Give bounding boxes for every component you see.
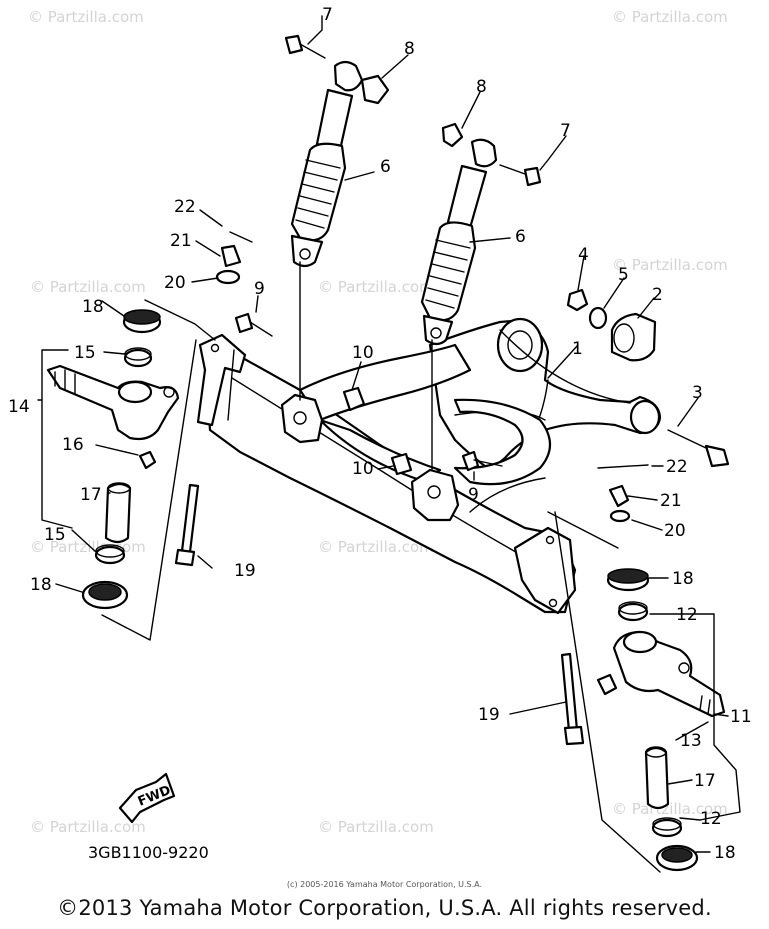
- callout-9: 9: [254, 279, 265, 299]
- callout-13: 13: [680, 731, 702, 751]
- callout-2: 2: [652, 285, 663, 305]
- callout-17: 17: [694, 771, 716, 791]
- callout-8: 8: [476, 77, 487, 97]
- diagram-code: 3GB1100-9220: [88, 843, 209, 862]
- callout-22: 22: [174, 197, 196, 217]
- rear-arm: [428, 317, 662, 472]
- callout-7: 7: [560, 121, 571, 141]
- callout-18: 18: [672, 569, 694, 589]
- callout-19: 19: [478, 705, 500, 725]
- left-knuckle-group: [46, 309, 180, 610]
- right-knuckle-group: [560, 484, 726, 872]
- callout-15: 15: [44, 525, 66, 545]
- left-pivot-bolt: [174, 231, 503, 567]
- callout-4: 4: [578, 245, 589, 265]
- watermark: © Partzilla.com: [612, 8, 728, 26]
- callout-numbers: 7 8 8 7 6 6 22 21 20 9 4 5 2 18 15 10 1 …: [8, 5, 752, 863]
- watermark: © Partzilla.com: [612, 800, 728, 818]
- callout-7: 7: [322, 5, 333, 25]
- callout-8: 8: [404, 39, 415, 59]
- callout-12: 12: [676, 605, 698, 625]
- watermarks: © Partzilla.com © Partzilla.com © Partzi…: [28, 8, 728, 836]
- callout-18: 18: [30, 575, 52, 595]
- shock-absorber-left: [290, 60, 364, 268]
- callout-5: 5: [618, 265, 629, 285]
- callout-18: 18: [714, 843, 736, 863]
- small-copyright: (c) 2005-2016 Yamaha Motor Corporation, …: [286, 880, 483, 889]
- watermark: © Partzilla.com: [30, 818, 146, 836]
- callout-18: 18: [82, 297, 104, 317]
- callout-16: 16: [62, 435, 84, 455]
- callout-20: 20: [664, 521, 686, 541]
- callout-19: 19: [234, 561, 256, 581]
- callout-21: 21: [660, 491, 682, 511]
- leader-lines: [37, 15, 741, 873]
- shock-bolts: [284, 34, 542, 187]
- callout-14: 14: [8, 397, 30, 417]
- callout-21: 21: [170, 231, 192, 251]
- watermark: © Partzilla.com: [318, 818, 434, 836]
- watermark: © Partzilla.com: [612, 256, 728, 274]
- callout-10: 10: [352, 459, 374, 479]
- callout-10: 10: [352, 343, 374, 363]
- forward-arrow: FWD: [118, 772, 176, 824]
- watermark: © Partzilla.com: [318, 278, 434, 296]
- callout-22: 22: [666, 457, 688, 477]
- callout-6: 6: [380, 157, 391, 177]
- copyright-notice: ©2013 Yamaha Motor Corporation, U.S.A. A…: [57, 896, 712, 920]
- callout-11: 11: [730, 707, 752, 727]
- callout-15: 15: [74, 343, 96, 363]
- callout-17: 17: [80, 485, 102, 505]
- shock-absorber-right: [420, 138, 498, 346]
- callout-6: 6: [515, 227, 526, 247]
- callout-1: 1: [572, 339, 583, 359]
- watermark: © Partzilla.com: [28, 8, 144, 26]
- callout-20: 20: [164, 273, 186, 293]
- callout-12: 12: [700, 809, 722, 829]
- rear-arm-hardware: [566, 288, 730, 469]
- callout-9: 9: [468, 485, 479, 505]
- watermark: © Partzilla.com: [318, 538, 434, 556]
- watermark: © Partzilla.com: [30, 278, 146, 296]
- callout-3: 3: [692, 383, 703, 403]
